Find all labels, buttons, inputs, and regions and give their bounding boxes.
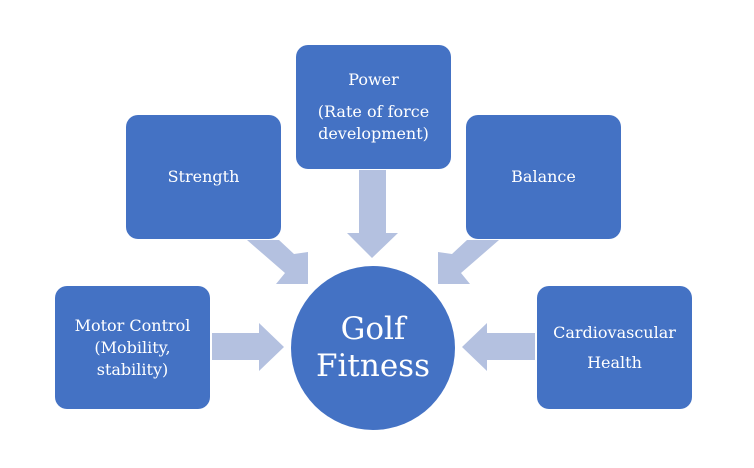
balance-box: Balance	[466, 115, 621, 239]
power-detail-line-1: (Rate of force	[317, 102, 430, 121]
power-box: Power (Rate of force development)	[296, 45, 451, 169]
power-arrow	[347, 170, 398, 258]
strength-label: Strength	[167, 167, 240, 186]
strength-box: Strength	[126, 115, 281, 239]
motor-control-line-2: (Mobility,	[94, 337, 171, 357]
balance-arrow	[438, 240, 499, 284]
golf-fitness-circle: Golf Fitness	[291, 266, 455, 430]
center-line-2: Fitness	[315, 348, 430, 384]
power-detail-line-2: development)	[318, 124, 429, 143]
motor-control-arrow	[212, 323, 284, 371]
cardio-line-2: Health	[587, 352, 642, 372]
cardio-line-1: Cardiovascular	[553, 322, 676, 342]
center-line-1: Golf	[340, 311, 406, 347]
balance-label: Balance	[511, 167, 576, 186]
cardio-box: Cardiovascular Health	[537, 286, 692, 409]
motor-control-line-3: stability)	[96, 359, 169, 379]
motor-control-box: Motor Control (Mobility, stability)	[55, 286, 210, 409]
cardio-arrow	[462, 323, 535, 371]
strength-arrow	[247, 240, 308, 284]
motor-control-line-1: Motor Control	[74, 315, 191, 335]
power-title: Power	[348, 70, 399, 89]
